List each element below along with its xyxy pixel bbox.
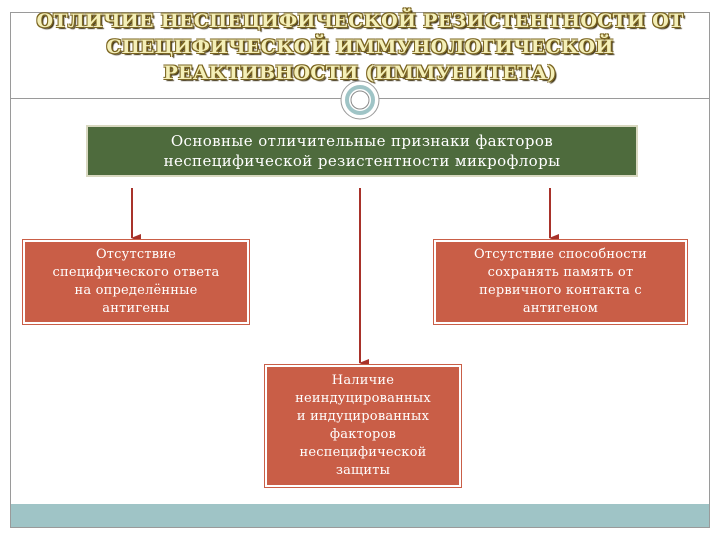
- middle-box-line-2: неиндуцированных: [295, 391, 431, 406]
- title-line-2: СПЕЦИФИЧЕСКОЙ ИММУНОЛОГИЧЕСКОЙ: [106, 36, 614, 58]
- left-box-line-3: на определённые: [74, 283, 198, 298]
- title-line-1: ОТЛИЧИЕ НЕСПЕЦИФИЧЕСКОЙ РЕЗИСТЕНТНОСТИ О…: [36, 10, 684, 32]
- right-feature-box: Отсутствие способности сохранять память …: [433, 239, 688, 325]
- circle-ornament-icon: [340, 80, 380, 120]
- main-box-line-1: Основные отличительные признаки факторов: [170, 132, 554, 150]
- left-box-line-4: антигены: [102, 301, 170, 316]
- slide-frame: [10, 12, 710, 528]
- left-feature-box: Отсутствие специфического ответа на опре…: [22, 239, 250, 325]
- footer-bar: [11, 504, 709, 527]
- right-box-line-1: Отсутствие способности: [474, 247, 647, 262]
- main-box-line-2: неспецифической резистентности микрофлор…: [163, 152, 561, 170]
- middle-box-line-4: факторов: [329, 427, 397, 442]
- slide-title: ОТЛИЧИЕ НЕСПЕЦИФИЧЕСКОЙ РЕЗИСТЕНТНОСТИ О…: [20, 8, 700, 86]
- middle-box-line-6: защиты: [335, 463, 391, 478]
- right-box-line-4: антигеном: [522, 301, 599, 316]
- main-feature-box: Основные отличительные признаки факторов…: [86, 125, 638, 177]
- middle-box-line-1: Наличие: [331, 373, 395, 388]
- title-line-3: РЕАКТИВНОСТИ (ИММУНИТЕТА): [163, 62, 557, 84]
- middle-box-line-5: неспецифической: [299, 445, 427, 460]
- right-box-line-2: сохранять память от: [487, 265, 634, 280]
- left-box-line-2: специфического ответа: [52, 265, 220, 280]
- middle-feature-box: Наличие неиндуцированных и индуцированны…: [264, 364, 462, 488]
- middle-box-line-3: и индуцированных: [296, 409, 430, 424]
- right-box-line-3: первичного контакта с: [479, 283, 642, 298]
- left-box-line-1: Отсутствие: [95, 247, 177, 262]
